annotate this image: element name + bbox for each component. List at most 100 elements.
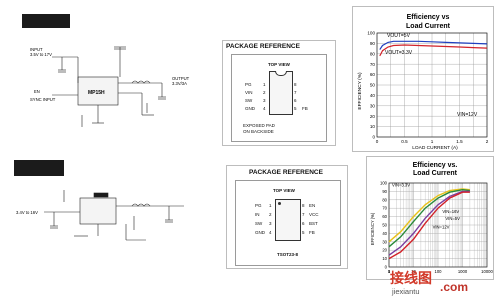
right-pin-number: 8 [294,82,297,87]
left-pin-label: IN [255,212,260,217]
efficiency-chart-bottom-panel: Efficiency vs. Load Current EFFICIENCY (… [366,156,494,280]
x-tick-label: 2 [486,139,489,144]
annotation: VIN=12V [433,224,450,229]
series-line [388,190,470,256]
x-tick-label: 1 [431,139,434,144]
output-label-2: 3.3V/3A [172,81,187,86]
input-label: 3.4V to 16V [16,210,38,215]
left-pin-number: 1 [269,203,272,208]
right-pin-label: BST [309,221,318,226]
y-tick-label: 20 [382,248,387,253]
package-body [269,71,293,115]
left-pin-label: GND [245,106,255,111]
right-pin-number: 6 [302,221,305,226]
watermark-dotcom: .com [440,280,469,294]
top-view-label: TOP VIEW [273,188,295,193]
schematic-bottom: 3.4V to 16V [14,180,214,260]
plot-frame [388,182,488,268]
y-tick-label: 70 [370,62,376,67]
left-pin-label: SW [245,98,253,103]
x-tick-label: 10000 [481,269,493,274]
left-pin-number: 3 [263,98,266,103]
schematic-top-drawing: MP15H INPUT 3.5V to 17V OUTPUT 3.3V/3A E… [30,46,190,127]
right-pin-label: EN [309,203,316,208]
package-reference-top: PACKAGE REFERENCE TOP VIEW PG VIN SW GND… [222,40,336,146]
x-tick-label: 1.5 [456,139,463,144]
package-body [275,199,301,241]
package-reference-title: PACKAGE REFERENCE [226,43,300,50]
left-pin-number: 2 [263,90,266,95]
right-pin-number: 5 [302,230,305,235]
x-tick-label: 10 [411,269,416,274]
chart-top-xlabel: LOAD CURRENT (A) [412,145,458,151]
chart-bottom-title-1: Efficiency vs. [413,162,458,169]
annotation: VIN=3.3V [392,182,410,187]
watermark: 接线图 jiexiantu .com [388,268,498,298]
x-tick-label: 1 [388,269,391,274]
right-pin-number: 8 [302,203,305,208]
top-left-heading-block [22,14,70,28]
y-tick-label: 20 [370,114,376,119]
output-label-1: OUTPUT [172,76,190,81]
package-footer-2: ON BACKSIDE [243,129,274,134]
left-pin-number: 4 [263,106,266,111]
sync-label: SYNC INPUT [30,97,56,102]
en-label: EN [34,89,40,94]
input-label-2: 3.5V to 17V [30,52,52,57]
watermark-cn: 接线图 [390,271,432,287]
y-tick-label: 10 [382,256,387,261]
left-pin-number: 1 [263,82,266,87]
y-tick-label: 60 [382,214,387,219]
left-pin-label: SW [255,221,263,226]
y-tick-label: 50 [382,223,387,228]
y-tick-label: 40 [382,231,387,236]
annotation: VIN=16V [442,209,459,214]
y-tick-label: 80 [370,51,376,56]
x-tick-label: 1000 [458,269,468,274]
chart-bottom-ylabel: EFFICIENCY (%) [370,212,375,245]
left-pin-number: 2 [269,212,272,217]
left-pin-label: GND [255,230,265,235]
series-line [379,40,488,50]
right-pin-label: VCC [309,212,319,217]
series-line [379,44,488,57]
y-tick-label: 80 [382,197,387,202]
annotation: VIN=5V [445,216,460,221]
annotation: VOUT=5V [387,33,411,39]
x-tick-label: 0 [388,269,391,274]
right-pin-number: 7 [302,212,305,217]
x-tick-label: 0.5 [401,139,408,144]
package-pin1-dot [278,202,281,205]
y-tick-label: 0 [372,135,375,140]
y-tick-label: 10 [370,124,376,129]
watermark-site: jiexiantu [392,287,420,296]
y-tick-label: 90 [382,189,387,194]
y-tick-label: 30 [370,103,376,108]
input-label-1: INPUT [30,47,43,52]
right-pin-label: FB [309,230,315,235]
y-tick-label: 100 [380,181,388,186]
left-pin-number: 4 [269,230,272,235]
y-tick-label: 40 [370,93,376,98]
plot-frame [376,32,488,138]
package-reference-bottom: PACKAGE REFERENCE TOP VIEW PG IN SW GND … [226,165,348,269]
x-tick-label: 100 [435,269,443,274]
y-tick-label: 60 [370,72,376,77]
efficiency-chart-top-panel: Efficiency vs Load Current EFFICIENCY (%… [352,6,494,152]
schematic-bottom-drawing: 3.4V to 16V [16,190,184,241]
ic-label: MP15H [88,90,105,96]
top-view-label: TOP VIEW [268,62,290,67]
annotation: VIN=12V [457,112,478,118]
left-pin-label: PG [255,203,262,208]
package-footer: TSOT23-8 [277,252,299,257]
efficiency-chart-bottom: Efficiency vs. Load Current EFFICIENCY (… [370,162,493,274]
schematic-top: MP15H INPUT 3.5V to 17V OUTPUT 3.3V/3A E… [22,35,202,135]
right-pin-number: 6 [294,98,297,103]
series-line [388,188,470,248]
right-pin-number: 5 [294,106,297,111]
chart-bottom-title-2: Load Current [413,170,458,177]
chart-top-ylabel: EFFICIENCY (%) [357,72,363,110]
series-line [388,188,470,243]
package-reference-title: PACKAGE REFERENCE [249,169,323,176]
y-tick-label: 90 [370,41,376,46]
